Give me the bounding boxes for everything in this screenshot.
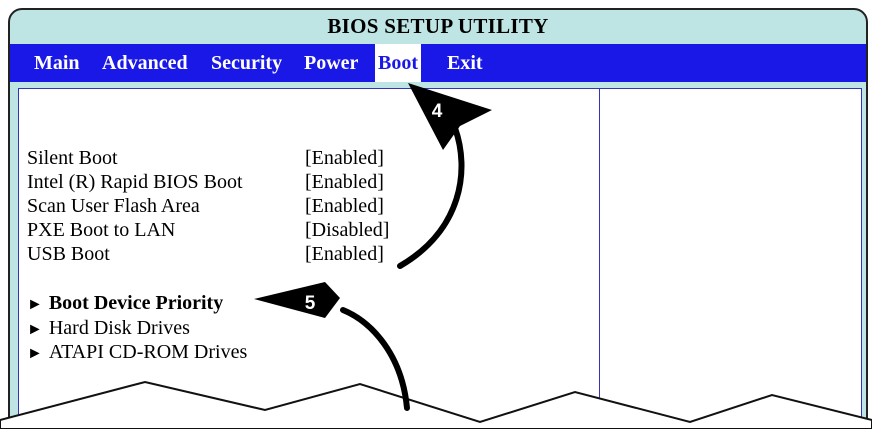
settings-panel: Silent Boot [Enabled] Intel (R) Rapid BI… bbox=[18, 88, 601, 427]
menu-tab-main[interactable]: Main bbox=[34, 52, 80, 74]
menu-tab-advanced[interactable]: Advanced bbox=[102, 52, 188, 74]
submenu-atapi-cdrom-drives[interactable]: ► ATAPI CD-ROM Drives bbox=[27, 341, 247, 364]
submenu-label: ATAPI CD-ROM Drives bbox=[48, 341, 248, 363]
menu-tab-boot[interactable]: Boot bbox=[375, 44, 421, 82]
menu-bar: Main Advanced Security Power Boot Exit bbox=[10, 44, 866, 82]
submenu-label: Hard Disk Drives bbox=[48, 317, 190, 339]
submenu-label: Boot Device Priority bbox=[48, 292, 224, 314]
help-panel bbox=[599, 88, 862, 427]
setting-value-scan-user-flash[interactable]: [Enabled] bbox=[305, 195, 384, 217]
setting-label-silent-boot[interactable]: Silent Boot bbox=[27, 147, 118, 169]
setting-label-rapid-bios-boot[interactable]: Intel (R) Rapid BIOS Boot bbox=[27, 171, 243, 193]
setting-value-pxe-boot[interactable]: [Disabled] bbox=[305, 219, 390, 241]
submenu-arrow-icon: ► bbox=[27, 345, 43, 362]
submenu-boot-device-priority[interactable]: ► Boot Device Priority bbox=[27, 292, 223, 315]
setting-value-rapid-bios-boot[interactable]: [Enabled] bbox=[305, 171, 384, 193]
callout-arrow-4 bbox=[397, 125, 465, 269]
submenu-arrow-icon: ► bbox=[27, 296, 43, 313]
callout-marker-4 bbox=[408, 83, 492, 150]
callout-arrow-5 bbox=[340, 307, 410, 411]
torn-edge bbox=[0, 380, 872, 429]
callout-marker-5 bbox=[254, 282, 340, 318]
submenu-arrow-icon: ► bbox=[27, 321, 43, 338]
setting-label-usb-boot[interactable]: USB Boot bbox=[27, 243, 110, 265]
menu-tab-exit[interactable]: Exit bbox=[447, 52, 483, 74]
setting-label-scan-user-flash[interactable]: Scan User Flash Area bbox=[27, 195, 200, 217]
callout-number-4: 4 bbox=[432, 101, 443, 122]
setting-value-silent-boot[interactable]: [Enabled] bbox=[305, 147, 384, 169]
submenu-hard-disk-drives[interactable]: ► Hard Disk Drives bbox=[27, 317, 190, 340]
menu-tab-power[interactable]: Power bbox=[304, 52, 359, 74]
menu-tab-security[interactable]: Security bbox=[211, 52, 283, 74]
setting-label-pxe-boot[interactable]: PXE Boot to LAN bbox=[27, 219, 176, 241]
setting-value-usb-boot[interactable]: [Enabled] bbox=[305, 243, 384, 265]
bios-window: BIOS SETUP UTILITY Main Advanced Securit… bbox=[8, 8, 868, 429]
callout-number-5: 5 bbox=[305, 293, 316, 314]
window-title: BIOS SETUP UTILITY bbox=[327, 14, 549, 38]
